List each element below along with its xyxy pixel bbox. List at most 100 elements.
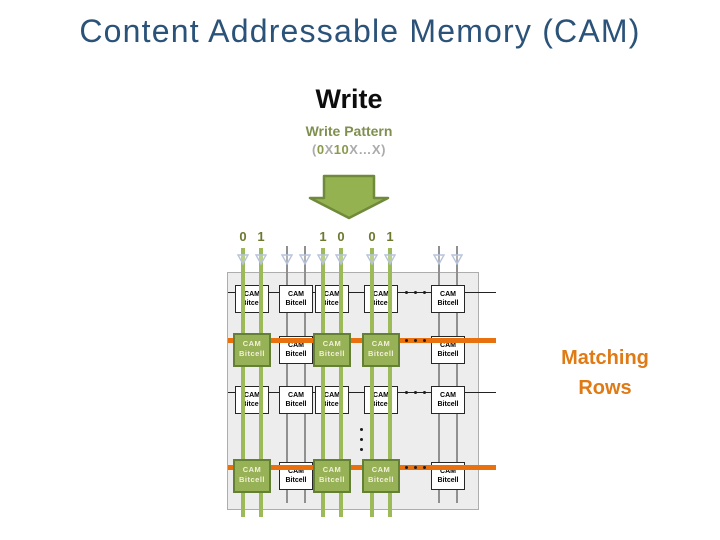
row-ellipsis-dot [423, 466, 426, 469]
column-ellipsis-dot [360, 438, 363, 441]
row-ellipsis-dot [405, 391, 408, 394]
line-driver-icon [450, 252, 464, 266]
cell-label-line: CAM [242, 465, 262, 474]
cell-label-line: CAM [242, 339, 262, 348]
cell-label-line: Bitcell [318, 475, 345, 484]
cell-label-line: Bitcell [367, 349, 394, 358]
bit-line-driven [370, 248, 374, 517]
pattern-segment: X…X) [349, 142, 386, 157]
row-ellipsis-dot [414, 391, 417, 394]
cell-label-line: CAM [373, 392, 389, 399]
cell-label-line: CAM [440, 392, 456, 399]
bit-line-driven [339, 248, 343, 517]
bit-value-label: 0 [239, 229, 247, 244]
row-ellipsis-dot [405, 339, 408, 342]
cell-label-line: Bitcell [437, 351, 459, 358]
row-ellipsis-dot [414, 466, 417, 469]
bit-value-label: 0 [337, 229, 345, 244]
pattern-segment: X [324, 142, 334, 157]
cell-label-line: CAM [371, 465, 391, 474]
cell-label-line: CAM [288, 392, 304, 399]
column-ellipsis-dot [360, 448, 363, 451]
write-pattern-subtitle: Write Pattern [305, 123, 393, 139]
cam-bitcell: CAM Bitcell [279, 386, 313, 414]
cam-bitcell: CAM Bitcell [364, 386, 398, 414]
word-line-row-3 [228, 392, 496, 393]
column-ellipsis-dot [360, 428, 363, 431]
row-ellipsis-dot [423, 339, 426, 342]
cell-label-line: Bitcell [437, 477, 459, 484]
bit-value-label: 1 [319, 229, 327, 244]
cell-label-line: CAM [244, 392, 260, 399]
line-driver-icon [365, 252, 379, 266]
word-line-row-1 [228, 292, 496, 293]
cell-label-line: CAM [288, 342, 304, 349]
cell-label-line: Bitcell [285, 351, 307, 358]
cell-label-line: Bitcell [238, 349, 265, 358]
cell-label-line: Bitcell [285, 477, 307, 484]
line-driver-icon [334, 252, 348, 266]
cell-label-line: CAM [322, 339, 342, 348]
row-ellipsis-dot [414, 291, 417, 294]
cell-label-line: CAM [244, 291, 260, 298]
row-ellipsis-dot [414, 339, 417, 342]
cell-label-line: Bitcell [367, 475, 394, 484]
cell-label-line: Bitcell [370, 300, 392, 307]
bit-line-idle [438, 246, 440, 503]
matching-rows-label: Matching Rows [539, 343, 671, 403]
cell-label-line: Bitcell [437, 300, 459, 307]
bit-line-idle [304, 246, 306, 503]
cam-bitcell: CAM Bitcell [315, 285, 349, 313]
cam-bitcell: CAM Bitcell [431, 386, 465, 414]
pattern-value: (0X10X…X) [0, 142, 698, 157]
cell-label-line: CAM [440, 468, 456, 475]
cell-label-line: CAM [288, 291, 304, 298]
slide-title: Content Addressable Memory (CAM) [79, 13, 641, 49]
cell-label-line: CAM [440, 342, 456, 349]
line-driver-icon [316, 252, 330, 266]
row-ellipsis-dot [423, 391, 426, 394]
matching-rows-line: Rows [578, 377, 632, 399]
bit-value-label: 0 [368, 229, 376, 244]
cell-label-line: Bitcell [370, 401, 392, 408]
bit-line-driven [241, 248, 245, 517]
line-driver-icon [432, 252, 446, 266]
cell-label-line: Bitcell [238, 475, 265, 484]
bit-line-driven [259, 248, 263, 517]
bit-line-driven [321, 248, 325, 517]
row-ellipsis-dot [405, 291, 408, 294]
bit-line-idle [286, 246, 288, 503]
pattern-segment: 10 [333, 142, 350, 157]
row-ellipsis-dot [405, 466, 408, 469]
cell-label-line: Bitcell [318, 349, 345, 358]
write-heading: Write [315, 84, 383, 114]
cell-label-line: Bitcell [285, 401, 307, 408]
cell-label-line: CAM [371, 339, 391, 348]
cell-label-line: Bitcell [437, 401, 459, 408]
cell-label-line: CAM [324, 392, 340, 399]
cell-label-line: Bitcell [321, 300, 343, 307]
line-driver-icon [383, 252, 397, 266]
bit-line-driven [388, 248, 392, 517]
cell-label-line: CAM [324, 291, 340, 298]
row-ellipsis-dot [423, 291, 426, 294]
line-driver-icon [254, 252, 268, 266]
cell-label-line: CAM [373, 291, 389, 298]
pattern-segment: ( [312, 142, 317, 157]
pattern-segment: 0 [316, 142, 325, 157]
line-driver-icon [280, 252, 294, 266]
down-arrow-icon [308, 174, 390, 220]
